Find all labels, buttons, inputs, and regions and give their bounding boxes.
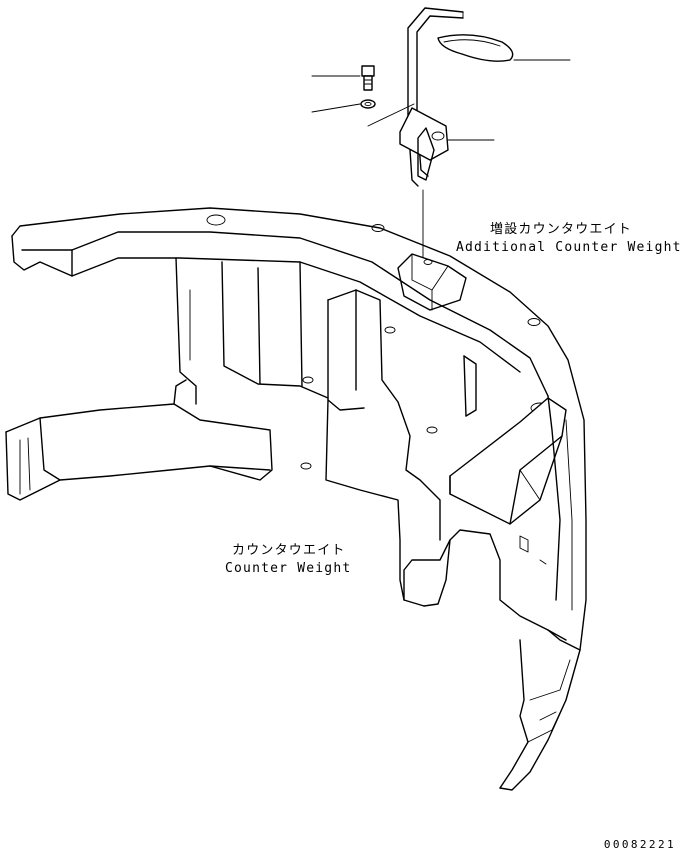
bolt-part xyxy=(361,65,375,91)
washer-part xyxy=(360,99,376,109)
leader-lines xyxy=(311,59,571,259)
bracket-plate-part xyxy=(399,107,449,181)
drawing-number: 00082221 xyxy=(603,838,676,851)
counterweight-label-ja: カウンタウエイト xyxy=(232,543,346,558)
additional-counterweight-label-en: Additional Counter Weight xyxy=(456,240,682,255)
counterweight-label-en: Counter Weight xyxy=(225,561,352,576)
lamp-cover-part xyxy=(437,34,514,62)
counterweight-body xyxy=(5,207,587,791)
additional-counterweight-part xyxy=(397,253,467,311)
additional-counterweight-label-ja: 増設カウンタウエイト xyxy=(490,222,633,237)
